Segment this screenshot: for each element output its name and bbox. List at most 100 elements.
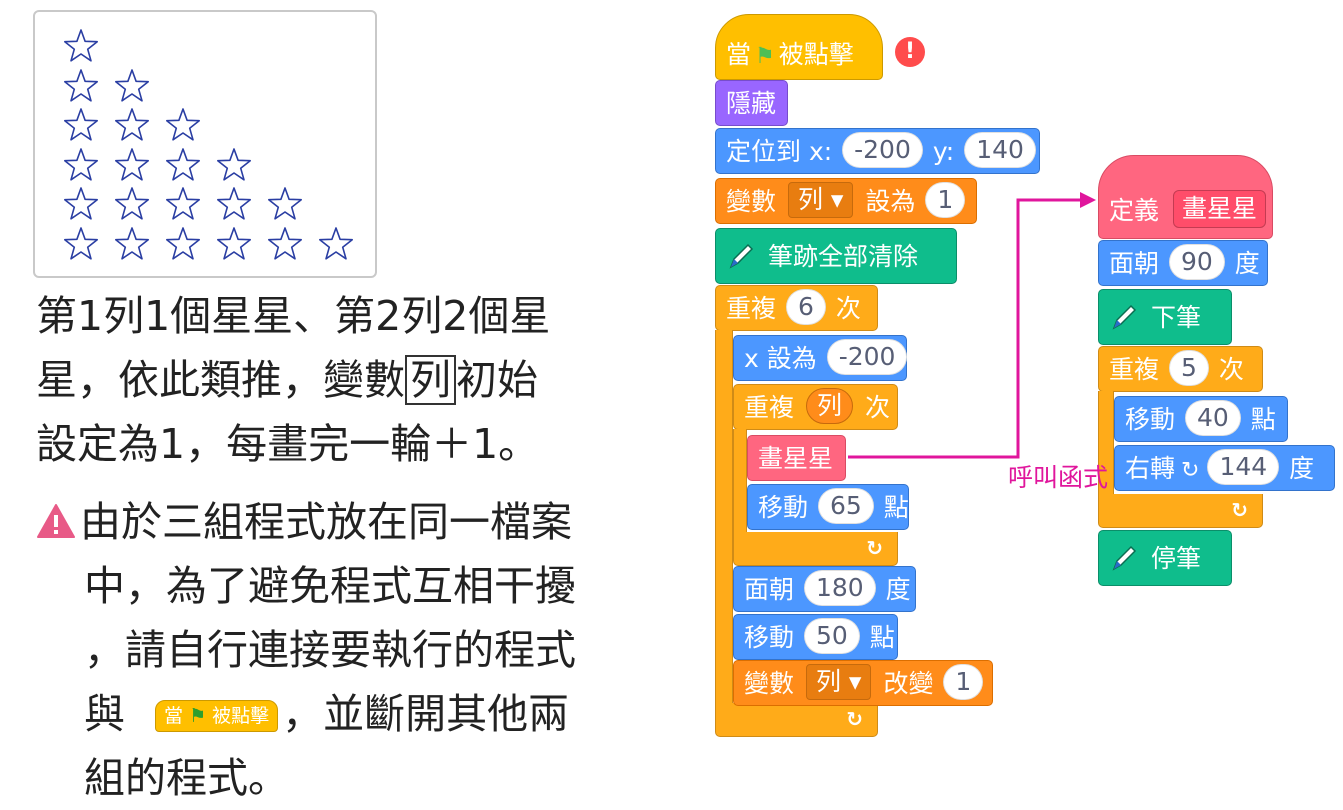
- goto-label: 定位到 x:: [726, 137, 833, 166]
- hide-block[interactable]: 隱藏: [715, 80, 788, 126]
- pen-down-text: 下筆: [1151, 303, 1202, 332]
- when-flag-clicked-block[interactable]: 當⚑被點擊: [715, 14, 883, 80]
- set-var-value-input[interactable]: 1: [925, 182, 966, 218]
- pen-up-text: 停筆: [1151, 544, 1202, 573]
- set-x-block[interactable]: x 設為 -200: [733, 335, 908, 381]
- move2-value-input[interactable]: 50: [803, 618, 860, 654]
- description-line-2-a: 星，依此類推，變數: [36, 356, 405, 404]
- move2-unit-label: 點: [869, 623, 895, 652]
- point-value-input[interactable]: 180: [803, 570, 876, 606]
- description-line-3: 設定為1，每畫完一輪＋1。: [36, 420, 540, 468]
- define-label: 定義: [1109, 196, 1160, 225]
- green-flag-icon: ⚑: [189, 705, 207, 727]
- repeat-outer-count-input[interactable]: 6: [785, 289, 826, 325]
- move-value-input[interactable]: 65: [817, 488, 874, 524]
- loop-arrow-icon: ↻: [1231, 498, 1248, 522]
- star-icon: [61, 66, 101, 106]
- variable-dropdown-value: 列: [797, 185, 823, 214]
- point-direction-90-block[interactable]: 面朝 90 度: [1098, 240, 1268, 286]
- star-icon: [61, 224, 101, 264]
- move-label: 移動: [758, 493, 809, 522]
- repeat-inner-variable[interactable]: 列: [805, 388, 853, 424]
- change-variable-dropdown[interactable]: 列 ▾: [805, 664, 872, 700]
- star-preview-panel: [33, 10, 377, 278]
- repeat-outer-label: 重複: [726, 294, 777, 323]
- star-icon: [163, 105, 203, 145]
- define-name-box[interactable]: 畫星星: [1172, 190, 1266, 228]
- description-line-2: 星，依此類推，變數列初始: [36, 348, 656, 412]
- pen-up-block[interactable]: 停筆: [1098, 530, 1232, 586]
- repeat-inner-foot: ↻: [733, 532, 898, 566]
- change-var-label: 變數: [744, 669, 795, 698]
- star-icon: [163, 224, 203, 264]
- star-icon: [61, 105, 101, 145]
- pen-icon: [1109, 296, 1139, 330]
- note-line-3: ，請自行連接要執行的程式: [84, 626, 576, 674]
- repeat-outer-foot: ↻: [715, 703, 878, 737]
- pen-clear-text: 筆跡全部清除: [768, 242, 919, 271]
- warning-triangle-icon: [36, 493, 76, 538]
- star-icon: [214, 224, 254, 264]
- pen-clear-block[interactable]: 筆跡全部清除: [715, 228, 957, 284]
- turn-right-icon: ↻: [1181, 458, 1200, 483]
- define-point-value-input[interactable]: 90: [1168, 244, 1225, 280]
- turn-right-144-block[interactable]: 右轉↻144 度: [1114, 445, 1335, 491]
- hat-when-text: 當: [726, 40, 752, 69]
- define-repeat-count-input[interactable]: 5: [1168, 350, 1209, 386]
- move-40-block[interactable]: 移動 40 點: [1114, 396, 1288, 442]
- note-line-2: 中，為了避免程式互相干擾: [84, 562, 576, 610]
- star-icon: [61, 26, 101, 66]
- move-65-block[interactable]: 移動 65 點: [747, 484, 909, 530]
- repeat-inner-arm: [733, 429, 747, 533]
- turn-label: 右轉: [1125, 454, 1176, 483]
- goto-y-input[interactable]: 140: [964, 132, 1036, 168]
- define-repeat-times-label: 次: [1218, 355, 1244, 384]
- variable-dropdown[interactable]: 列 ▾: [787, 182, 854, 218]
- mini-hat-when: 當: [164, 705, 184, 727]
- star-icon: [112, 184, 152, 224]
- goto-x-input[interactable]: -200: [842, 132, 923, 168]
- star-icon: [112, 66, 152, 106]
- repeat-outer-block[interactable]: 重複 6 次: [715, 285, 878, 331]
- define-move-value-input[interactable]: 40: [1184, 400, 1241, 436]
- define-move-label: 移動: [1125, 405, 1176, 434]
- repeat-5-block[interactable]: 重複 5 次: [1098, 346, 1263, 392]
- set-variable-block[interactable]: 變數 列 ▾ 設為 1: [715, 178, 977, 224]
- define-point-label: 面朝: [1109, 249, 1160, 278]
- call-draw-star-block[interactable]: 畫星星: [747, 435, 846, 481]
- loop-arrow-icon: ↻: [846, 707, 863, 731]
- repeat-5-foot: ↻: [1098, 494, 1263, 528]
- point-unit-label: 度: [885, 575, 911, 604]
- star-icon: [316, 224, 356, 264]
- star-icon: [61, 145, 101, 185]
- point-direction-180-block[interactable]: 面朝 180 度: [733, 566, 916, 612]
- pen-icon: [1109, 537, 1139, 571]
- call-function-label: 呼叫函式: [1008, 463, 1109, 492]
- mini-hat-clicked: 被點擊: [212, 705, 270, 727]
- hat-clicked-text: 被點擊: [778, 40, 854, 69]
- description-line-2-b: 初始: [456, 356, 538, 404]
- star-icon: [61, 184, 101, 224]
- pen-down-block[interactable]: 下筆: [1098, 289, 1232, 345]
- note-line-4-b: ，並斷開其他兩: [282, 690, 570, 738]
- define-draw-star-block[interactable]: 定義 畫星星: [1098, 155, 1273, 239]
- star-icon: [265, 184, 305, 224]
- move-50-block[interactable]: 移動 50 點: [733, 614, 898, 660]
- set-x-value-input[interactable]: -200: [826, 339, 908, 375]
- star-icon: [112, 145, 152, 185]
- change-variable-block[interactable]: 變數 列 ▾ 改變 1: [733, 660, 993, 706]
- set-x-label: x 設為: [744, 344, 817, 373]
- turn-value-input[interactable]: 144: [1207, 449, 1280, 485]
- go-to-xy-block[interactable]: 定位到 x: -200 y: 140: [715, 128, 1040, 174]
- loop-arrow-icon: ↻: [866, 536, 883, 560]
- change-variable-dropdown-value: 列: [815, 667, 841, 696]
- error-icon[interactable]: !: [895, 37, 925, 67]
- repeat-inner-block[interactable]: 重複 列 次: [733, 384, 898, 430]
- star-icon: [163, 184, 203, 224]
- set-var-to-label: 設為: [865, 187, 916, 216]
- star-icon: [112, 105, 152, 145]
- star-icon: [112, 224, 152, 264]
- change-var-value-input[interactable]: 1: [943, 664, 984, 700]
- repeat-5-arm: [1098, 391, 1114, 495]
- boxed-variable-name: 列: [405, 355, 456, 405]
